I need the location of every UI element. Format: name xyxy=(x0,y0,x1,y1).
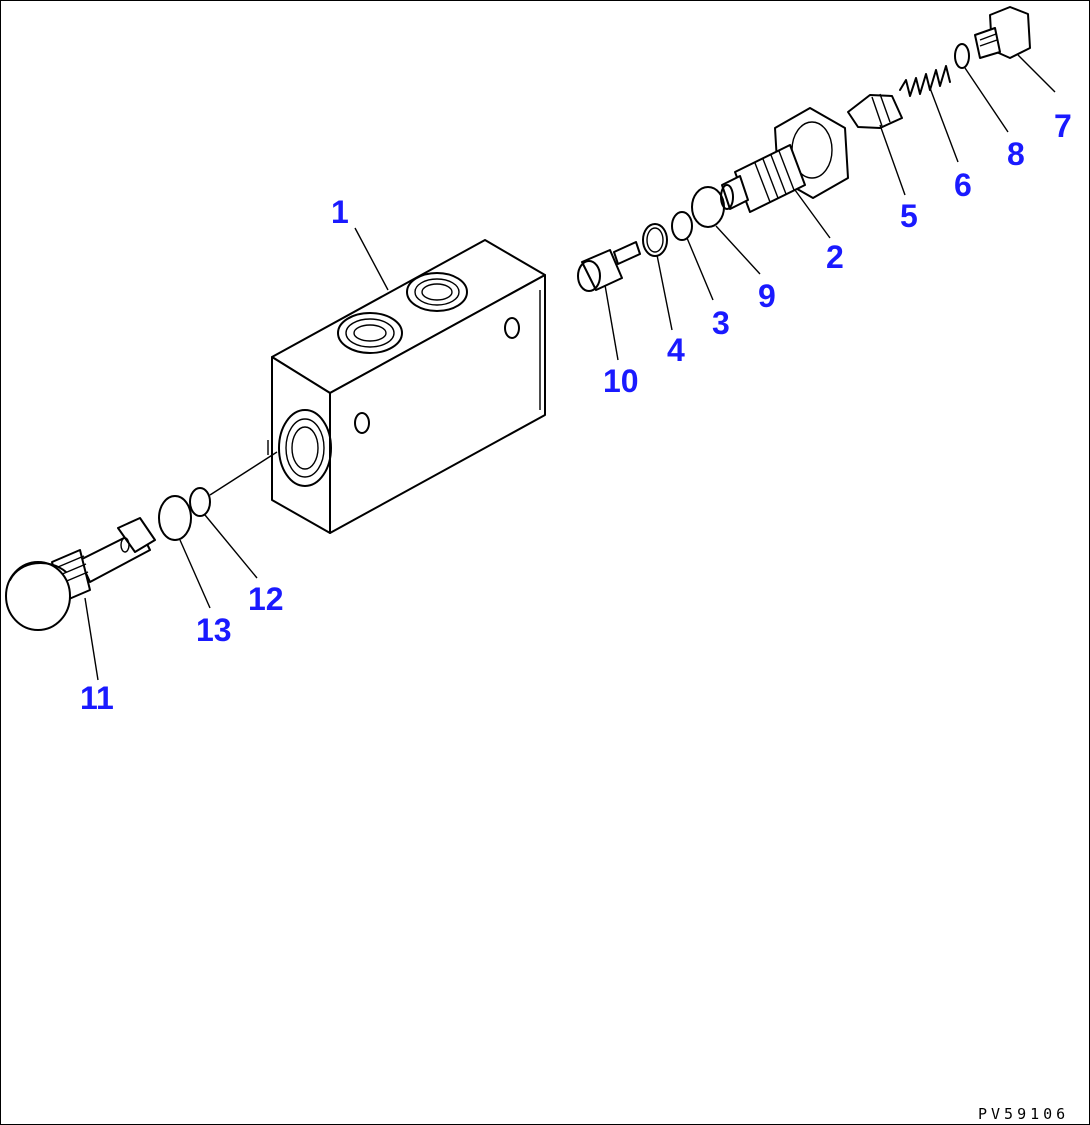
part-label-4: 4 xyxy=(667,332,685,368)
backup-ring-4 xyxy=(642,223,668,257)
part-label-1: 1 xyxy=(331,194,349,230)
o-ring-3 xyxy=(671,211,693,241)
relief-valve-cartridge xyxy=(720,107,849,213)
o-ring-12 xyxy=(189,487,211,517)
part-label-11: 11 xyxy=(80,680,114,716)
part-label-13: 13 xyxy=(196,612,232,648)
reference-code: PV59106 xyxy=(978,1105,1069,1123)
part-label-6: 6 xyxy=(954,167,972,203)
part-label-10: 10 xyxy=(603,363,639,399)
part-label-9: 9 xyxy=(758,278,776,314)
o-ring-9 xyxy=(691,186,725,228)
plug-11 xyxy=(5,517,156,631)
o-ring-8 xyxy=(954,43,970,69)
adjusting-cap-7 xyxy=(974,6,1031,59)
piston-5 xyxy=(847,93,903,129)
part-label-8: 8 xyxy=(1007,136,1025,172)
leader-lines xyxy=(84,54,1056,681)
part-label-3: 3 xyxy=(712,305,730,341)
valve-body xyxy=(267,239,546,534)
poppet-10 xyxy=(577,241,641,292)
part-label-2: 2 xyxy=(826,239,844,275)
backup-ring-13 xyxy=(158,495,192,541)
part-label-12: 12 xyxy=(248,581,284,617)
part-label-7: 7 xyxy=(1054,108,1072,144)
part-labels: 1 2 3 4 5 6 7 8 9 10 11 12 13 xyxy=(80,108,1072,716)
spring-6 xyxy=(899,65,951,97)
part-label-5: 5 xyxy=(900,198,918,234)
